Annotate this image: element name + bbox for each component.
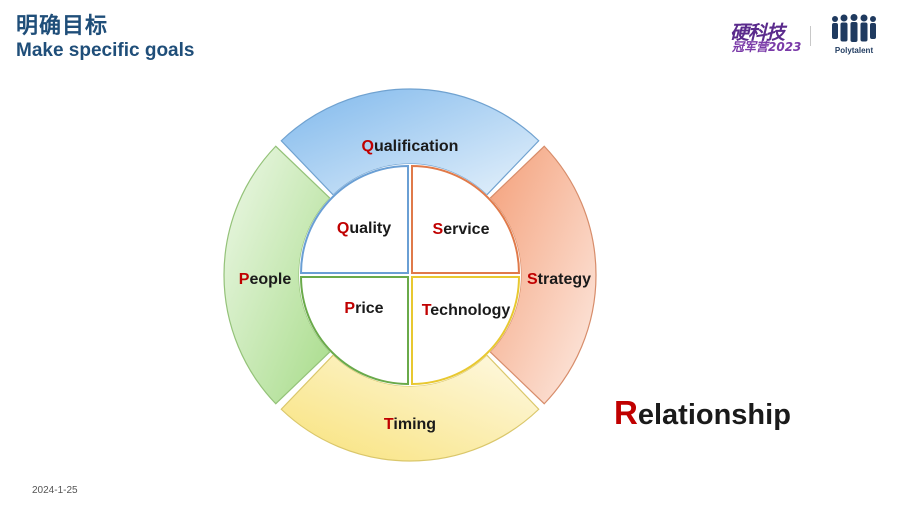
inner-label-service: Service xyxy=(433,221,490,238)
outer-label-qualification: Qualification xyxy=(362,138,459,155)
relationship-label: Relationship xyxy=(614,394,791,432)
inner-label-price: Price xyxy=(344,300,383,317)
inner-quadrant-technology xyxy=(411,276,520,385)
event-logo-line1: 硬科技 xyxy=(730,22,785,44)
inner-quadrant-service xyxy=(411,165,520,274)
event-logo: 硬科技 冠军营2023 xyxy=(728,18,802,58)
outer-label-timing: Timing xyxy=(384,416,436,433)
outer-label-strategy: Strategy xyxy=(527,271,591,288)
date-stamp: 2024-1-25 xyxy=(32,485,78,496)
company-name: Polytalent xyxy=(834,46,874,55)
relationship-rest: elationship xyxy=(637,399,791,431)
event-logo-line2: 冠军营2023 xyxy=(732,40,802,54)
inner-label-quality: Quality xyxy=(337,220,391,237)
page-title-zh: 明确目标 xyxy=(16,14,109,39)
people-group-icon xyxy=(832,14,876,42)
logo-divider xyxy=(810,26,811,46)
inner-label-technology: Technology xyxy=(422,302,511,319)
inner-quadrant-price xyxy=(300,276,409,385)
page-title-en: Make specific goals xyxy=(16,40,195,61)
outer-label-people: People xyxy=(239,271,292,288)
inner-quadrant-quality xyxy=(300,165,409,274)
company-logo: Polytalent xyxy=(826,14,882,56)
relationship-cap: R xyxy=(614,394,638,431)
